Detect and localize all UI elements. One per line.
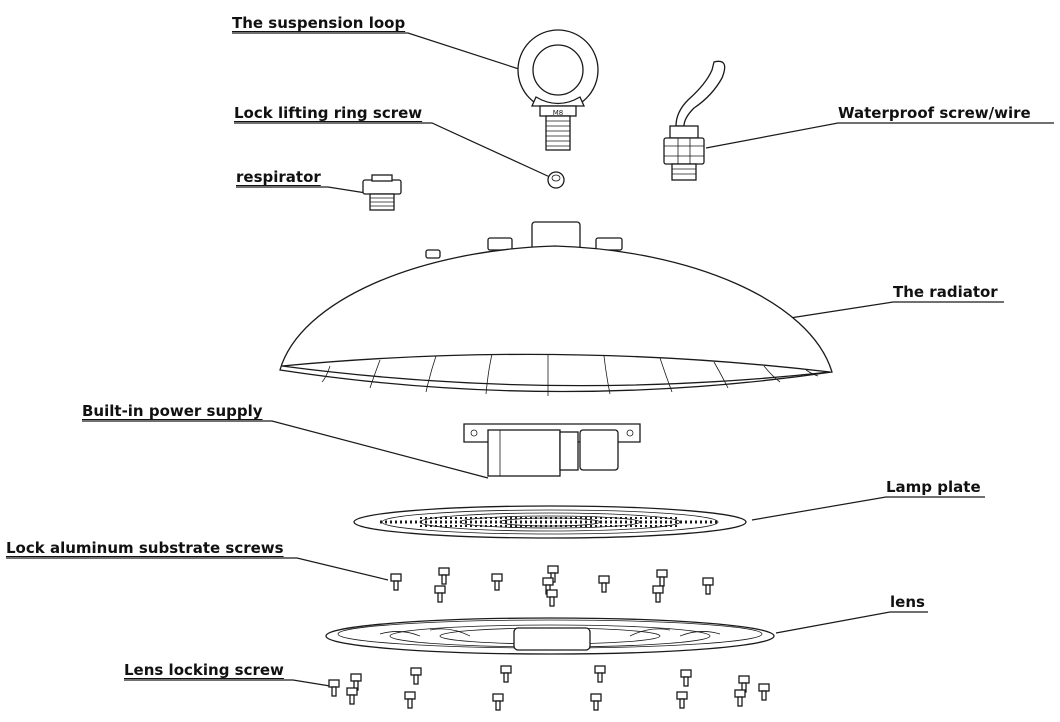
substrate-screws-part [390,565,714,607]
respirator-part [362,174,402,211]
label-power-supply: Built-in power supply [82,402,263,420]
leader-substrate-screws [6,557,389,581]
leader-lock-ring-screw [234,122,553,179]
lens-part [325,617,775,655]
leader-lens [775,611,928,634]
leader-lines [6,32,1054,687]
label-lens-screw: Lens locking screw [124,661,284,679]
label-substrate-screws: Lock aluminum substrate screws [6,539,284,557]
leader-waterproof [705,122,1054,149]
label-radiator: The radiator [893,283,998,301]
leader-lamp-plate [751,496,985,521]
suspension-loop-part: M8 [517,29,599,151]
label-lock-ring-screw: Lock lifting ring screw [234,104,423,122]
lens-screws-part [328,665,770,711]
radiator-part [279,221,833,396]
waterproof-part [663,60,726,181]
power-supply-part [463,423,641,477]
leader-respirator [236,186,367,194]
lock-ring-screw-part [547,171,565,189]
label-lens: lens [890,593,925,611]
leader-suspension-loop [232,32,523,71]
svg-text:M8: M8 [553,109,564,117]
leader-radiator [789,301,1004,319]
lamp-plate-part [353,505,747,539]
leader-power-supply [82,420,489,479]
label-suspension-loop: The suspension loop [232,14,406,32]
leader-lens-screw [124,679,331,687]
label-lamp-plate: Lamp plate [886,478,981,496]
label-respirator: respirator [236,168,321,186]
label-waterproof: Waterproof screw/wire [838,104,1031,122]
